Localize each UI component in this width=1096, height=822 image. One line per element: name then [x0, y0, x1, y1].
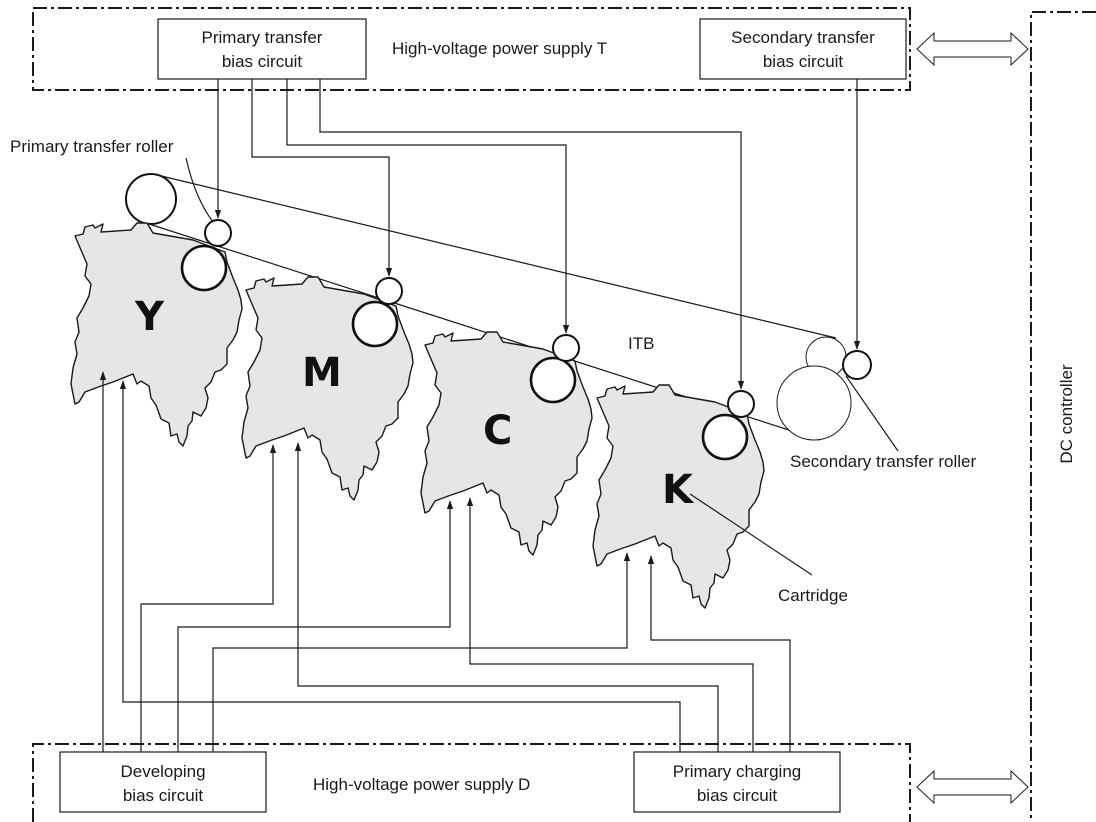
drum-k: [701, 413, 749, 461]
power-supply-d-label: High-voltage power supply D: [313, 775, 530, 794]
cartridge-y: Y: [70, 222, 243, 447]
dc-controller: DC controller: [1030, 11, 1096, 822]
secondary-transfer-bias-label-2: bias circuit: [763, 52, 844, 71]
primary-charging-bias-wiring: [119, 380, 791, 752]
primary-transfer-bias-circuit: Primary transfer bias circuit: [157, 18, 367, 80]
drums-and-rollers: [180, 219, 872, 461]
itb-label: ITB: [628, 334, 654, 353]
connector-arrow-top: [916, 31, 1029, 67]
secondary-transfer-roller-callout: Secondary transfer roller: [790, 375, 976, 471]
primary-transfer-bias-wiring: [214, 79, 745, 390]
primary-charging-bias-label-2: bias circuit: [697, 786, 778, 805]
developing-bias-circuit: Developing bias circuit: [59, 751, 267, 813]
primary-transfer-roller-callout: Primary transfer roller: [10, 137, 214, 223]
primary-charging-bias-label-1: Primary charging: [673, 762, 802, 781]
secondary-transfer-bias-label-1: Secondary transfer: [731, 28, 875, 47]
dc-controller-label: DC controller: [1057, 364, 1076, 464]
cartridge-callout: Cartridge: [689, 493, 848, 605]
secondary-transfer-bias-circuit: Secondary transfer bias circuit: [699, 18, 907, 80]
primary-transfer-roller-y: [204, 219, 232, 247]
secondary-transfer-roller-label: Secondary transfer roller: [790, 452, 976, 471]
cartridge-label: Cartridge: [778, 586, 848, 605]
primary-transfer-bias-label-2: bias circuit: [222, 52, 303, 71]
primary-transfer-roller-c: [552, 334, 580, 362]
drum-y: [180, 244, 228, 292]
secondary-transfer-roller: [842, 350, 872, 380]
developing-bias-label-2: bias circuit: [123, 786, 204, 805]
primary-transfer-roller-m: [375, 277, 403, 305]
drum-m: [351, 300, 399, 348]
cartridge-letter-k: K: [662, 467, 695, 513]
connector-arrow-bottom: [916, 769, 1029, 805]
cartridge-letter-c: C: [483, 408, 512, 454]
primary-transfer-roller-k: [727, 390, 755, 418]
developing-bias-label-1: Developing: [120, 762, 205, 781]
cartridge-c: C: [420, 331, 593, 556]
primary-transfer-roller-label: Primary transfer roller: [10, 137, 174, 156]
high-voltage-power-supply-t: High-voltage power supply T Primary tran…: [32, 7, 911, 91]
power-supply-t-label: High-voltage power supply T: [392, 39, 607, 58]
cartridge-m: M: [241, 276, 414, 501]
drum-c: [529, 356, 577, 404]
primary-transfer-bias-label-1: Primary transfer: [202, 28, 323, 47]
cartridge-letter-y: Y: [134, 294, 165, 340]
high-voltage-power-supply-d: High-voltage power supply D Developing b…: [32, 743, 911, 822]
primary-charging-bias-circuit: Primary charging bias circuit: [633, 751, 841, 813]
cartridge-k: K: [592, 384, 765, 609]
developing-bias-wiring: [99, 371, 631, 752]
cartridge-letter-m: M: [302, 350, 342, 396]
